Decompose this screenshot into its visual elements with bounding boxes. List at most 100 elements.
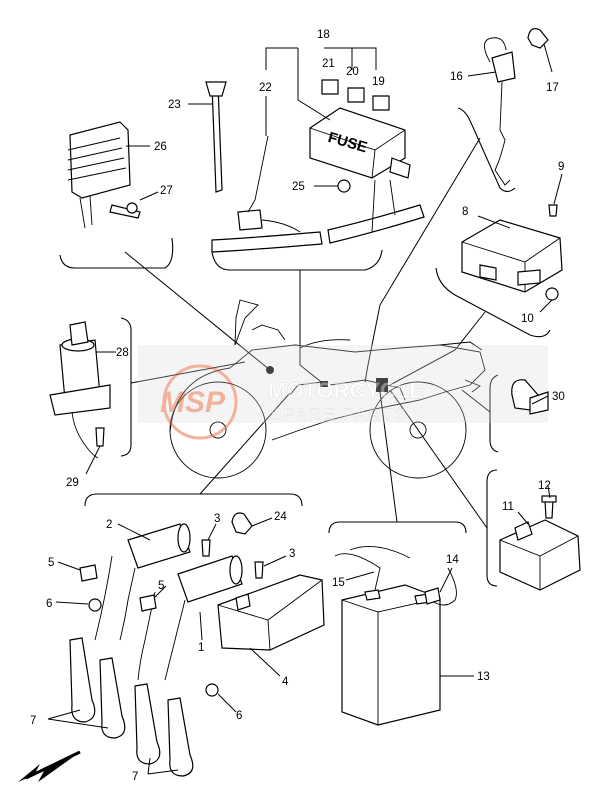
- callout-22: 22: [259, 82, 272, 94]
- starter-relay: [499, 519, 581, 591]
- screws-3: [201, 539, 264, 579]
- clamp-17: [527, 28, 549, 49]
- leader-29: [85, 445, 101, 475]
- coil-cover-4: [217, 574, 325, 651]
- callout-24: 24: [274, 511, 287, 523]
- watermark-line-2: SPARE PARTS: [270, 405, 408, 424]
- callout-29: 29: [66, 477, 79, 489]
- leader-7b: [147, 757, 179, 775]
- sensor-switch: [484, 37, 516, 186]
- leader-30: [531, 395, 549, 405]
- leader-coils: [199, 392, 291, 495]
- callout-10: 10: [521, 313, 534, 325]
- callout-5b: 5: [158, 580, 164, 592]
- screw-29: [95, 427, 105, 447]
- leader-1: [199, 611, 203, 641]
- wire-harness: [211, 135, 425, 253]
- callout-17: 17: [546, 82, 559, 94]
- callout-21: 21: [322, 58, 335, 70]
- leader-top-left: [124, 251, 271, 371]
- leader-16: [467, 71, 497, 77]
- leader-10: [539, 299, 553, 313]
- callout-13: 13: [477, 671, 490, 683]
- front-direction-arrow-icon: [18, 750, 81, 782]
- bracket-top-right: [457, 107, 516, 193]
- fuses: [321, 79, 390, 111]
- battery: [341, 584, 441, 726]
- leader-switch: [130, 361, 246, 384]
- leader-6b: [217, 693, 237, 713]
- leader-7a: [47, 709, 109, 729]
- screw-25: [337, 179, 351, 193]
- bracket-top-left: [59, 237, 174, 269]
- leader-18: [265, 47, 377, 121]
- callout-3b: 3: [289, 548, 295, 560]
- callout-25: 25: [292, 181, 305, 193]
- callout-19: 19: [372, 76, 385, 88]
- leader-2: [117, 523, 151, 541]
- bracket-top-middle: [211, 249, 383, 271]
- connection-block-small: [320, 381, 328, 387]
- callout-23: 23: [168, 99, 181, 111]
- battery-leads: [334, 545, 457, 606]
- ignition-coil-upper: [94, 523, 191, 641]
- grommet-10: [545, 287, 559, 301]
- bracket-right-ecu: [435, 267, 551, 338]
- callout-2: 2: [106, 519, 112, 531]
- screw-9: [548, 204, 558, 217]
- leader-9: [553, 173, 563, 205]
- watermark-line-1: MOTORCYCLE: [268, 378, 424, 403]
- callout-1: 1: [198, 642, 204, 654]
- leader-27: [139, 191, 159, 201]
- bracket-right-relay: [486, 469, 498, 587]
- leader-3a: [207, 523, 217, 541]
- ecu-unit: [461, 219, 563, 293]
- leader-12: [547, 485, 551, 499]
- leader-24: [251, 517, 273, 527]
- leader-battery: [379, 391, 398, 523]
- leader-6a: [55, 601, 89, 605]
- fuse-box: FUSE: [309, 107, 411, 233]
- callout-8: 8: [462, 206, 468, 218]
- leader-8: [477, 215, 511, 229]
- connection-point: [266, 366, 274, 374]
- cable-tie: [205, 81, 227, 193]
- callout-7a: 7: [30, 715, 36, 727]
- watermark-logo: MSP: [160, 386, 226, 419]
- leader-17: [543, 43, 553, 73]
- bracket-bottom-left: [84, 493, 303, 507]
- callout-15: 15: [332, 577, 345, 589]
- callout-12: 12: [538, 480, 551, 492]
- leader-top-middle: [299, 270, 326, 386]
- bracket-right-clamp: [489, 374, 499, 453]
- callout-27: 27: [160, 185, 173, 197]
- main-switch: [49, 321, 111, 459]
- regulator-rectifier: [67, 121, 131, 229]
- ignition-coil-lower: [137, 555, 243, 681]
- callout-5a: 5: [48, 557, 54, 569]
- leader-clamp: [461, 389, 491, 413]
- bolt-12: [541, 495, 557, 519]
- leader-14: [439, 567, 453, 593]
- callout-16: 16: [450, 71, 463, 83]
- callout-6a: 6: [46, 598, 52, 610]
- callout-9: 9: [558, 161, 564, 173]
- leader-ecu: [389, 311, 486, 386]
- watermark: MSP MOTORCYCLE SPARE PARTS: [138, 345, 548, 440]
- callout-18: 18: [317, 29, 330, 41]
- clip-24: [231, 512, 253, 535]
- leader-4: [249, 647, 281, 677]
- bracket-bottom-middle: [328, 521, 467, 534]
- leader-5b: [153, 585, 167, 599]
- callout-28: 28: [116, 347, 129, 359]
- leader-3b: [263, 555, 287, 567]
- callout-20: 20: [346, 66, 359, 78]
- leader-11: [517, 511, 529, 525]
- callout-30: 30: [552, 391, 565, 403]
- connection-block: [376, 378, 388, 392]
- spark-plug-caps: [69, 637, 194, 777]
- leader-15: [345, 571, 375, 581]
- callout-11: 11: [502, 501, 514, 513]
- callout-26: 26: [154, 141, 167, 153]
